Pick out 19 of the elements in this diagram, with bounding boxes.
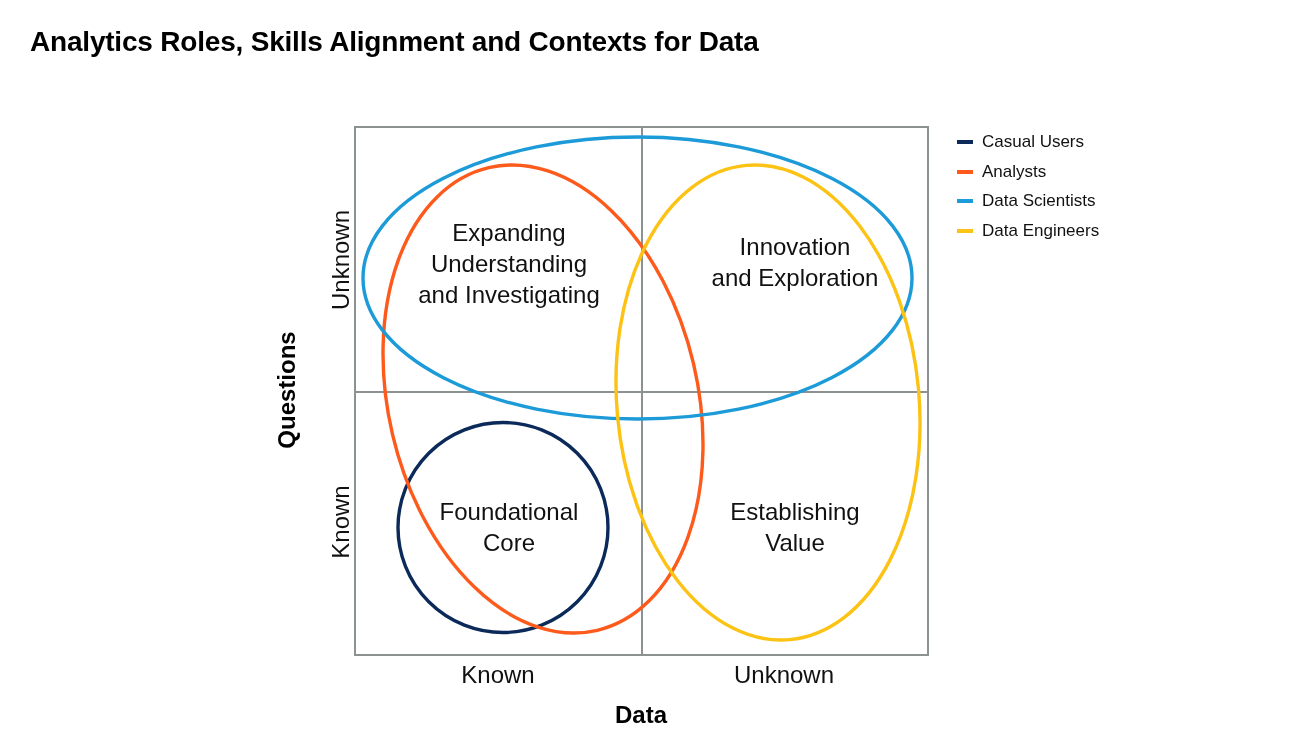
legend-label: Data Engineers bbox=[982, 220, 1100, 243]
quadrant-label: Establishing Value bbox=[730, 497, 860, 558]
axis-title: Data bbox=[615, 701, 667, 729]
axis-tick-label: Unknown bbox=[733, 661, 835, 689]
axis-tick-label: Known bbox=[327, 485, 355, 559]
axis-tick-label: Unknown bbox=[327, 209, 355, 311]
diagram-title: Analytics Roles, Skills Alignment and Contexts for Data bbox=[30, 25, 759, 59]
quadrant-label: Foundational Core bbox=[439, 497, 579, 558]
quadrant bbox=[354, 126, 643, 393]
quadrant bbox=[641, 126, 929, 393]
legend-label: Data Scientists bbox=[982, 190, 1096, 213]
quadrant bbox=[641, 391, 929, 656]
legend-label: Casual Users bbox=[982, 131, 1085, 153]
quadrant-label: Expanding Understanding and Investigating bbox=[418, 217, 600, 310]
quadrant bbox=[354, 391, 643, 656]
quadrant-label: Innovation and Exploration bbox=[711, 232, 879, 293]
legend-label: Analysts bbox=[982, 160, 1047, 183]
axis-title: Questions bbox=[273, 331, 301, 449]
axis-tick-label: Known bbox=[461, 661, 535, 689]
